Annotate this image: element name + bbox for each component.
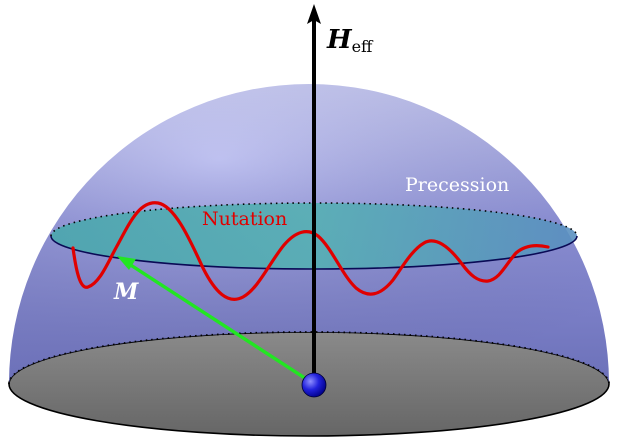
arrow-up-icon: [307, 4, 321, 24]
precession-plane-back-edge: [50, 202, 578, 237]
sphere-icon: [301, 372, 327, 398]
base-back-edge: [8, 331, 610, 385]
field-label: Heff: [326, 25, 374, 56]
nutation-label: Nutation: [202, 208, 287, 230]
magnetization-arrow-line: [125, 260, 315, 386]
field-subscript: eff: [352, 37, 374, 56]
precession-label: Precession: [405, 174, 509, 196]
magnetization-arrow-head: [117, 256, 136, 270]
nutation-curve: [71, 201, 550, 301]
magnetization-label: M: [113, 279, 139, 305]
